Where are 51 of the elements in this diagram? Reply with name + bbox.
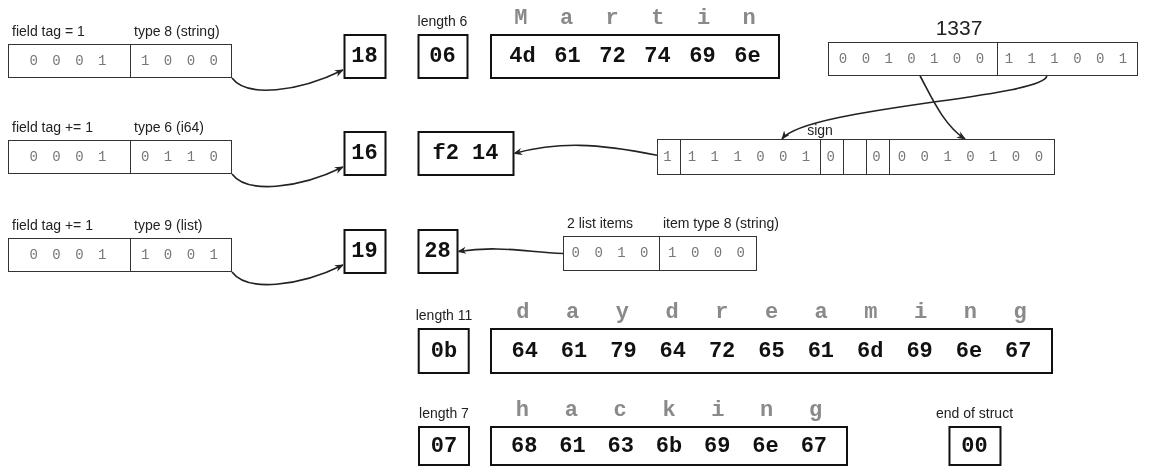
bit-digits: 1 0 0 0 [668, 244, 748, 263]
bit-digits: 0 [872, 147, 884, 167]
field-label: type 6 (i64) [133, 120, 206, 137]
bit-digits: 0 1 1 0 [141, 147, 221, 167]
field-label: length 11 [415, 308, 473, 325]
bit-digits: 1 1 1 0 0 1 [1004, 49, 1131, 69]
arrow [457, 246, 564, 255]
bit-digits: 0 0 1 0 1 0 0 [897, 147, 1047, 167]
byte-sequence-box: 4d 61 72 74 69 6e [490, 34, 780, 79]
field-label: type 8 (string) [133, 24, 221, 41]
bit-digits: 1 0 0 0 [141, 51, 221, 71]
bit-digits: 0 0 1 0 1 0 0 [838, 49, 988, 69]
field-label: type 9 (list) [133, 218, 204, 235]
byte-box: 07 [418, 426, 470, 466]
field-label: length 6 [417, 14, 468, 31]
byte-box: 0b [418, 328, 470, 374]
byte-box: 06 [417, 34, 468, 79]
field-label: field tag += 1 [11, 120, 94, 137]
arrow [513, 144, 658, 156]
arrow [919, 75, 966, 140]
bit-digits: 0 [826, 147, 838, 167]
arrow [781, 75, 1048, 140]
arrow [231, 166, 344, 188]
bit-digits: 0 0 0 1 [29, 51, 110, 71]
bit-digits: 1 1 1 0 0 1 [687, 147, 814, 167]
byte-sequence-box: 64 61 79 64 72 65 61 6d 69 6e 67 [490, 328, 1053, 374]
field-label: length 7 [419, 406, 469, 423]
byte-box: f2 14 [417, 131, 514, 176]
edge-label: sign [807, 123, 833, 137]
bit-digits: 0 0 0 1 [29, 147, 110, 167]
bit-digits: 0 0 1 0 [571, 244, 652, 263]
value-label: 1337 [935, 17, 984, 41]
bit-digits: 1 0 0 1 [141, 245, 221, 265]
ascii-characters: d a y d r e a m i n g [515, 302, 1028, 327]
byte-sequence-box: 68 61 63 6b 69 6e 67 [490, 426, 848, 466]
ascii-characters: M a r t i n [513, 8, 757, 33]
byte-box: 16 [343, 131, 386, 176]
byte-box: 28 [417, 229, 458, 274]
bit-digits: 1 [663, 147, 675, 167]
bit-digits: 0 0 0 1 [29, 245, 110, 265]
ascii-characters: h a c k i n g [514, 400, 824, 425]
field-label: field tag += 1 [11, 218, 94, 235]
field-label: field tag = 1 [11, 24, 86, 41]
byte-box: 00 [948, 426, 1001, 466]
arrow [231, 264, 344, 286]
field-label: end of struct [936, 406, 1013, 423]
field-label: 2 list items [566, 216, 635, 233]
field-label: item type 8 (string) [662, 216, 779, 233]
byte-box: 18 [343, 34, 386, 79]
arrow [231, 69, 344, 91]
byte-box: 19 [343, 229, 386, 274]
